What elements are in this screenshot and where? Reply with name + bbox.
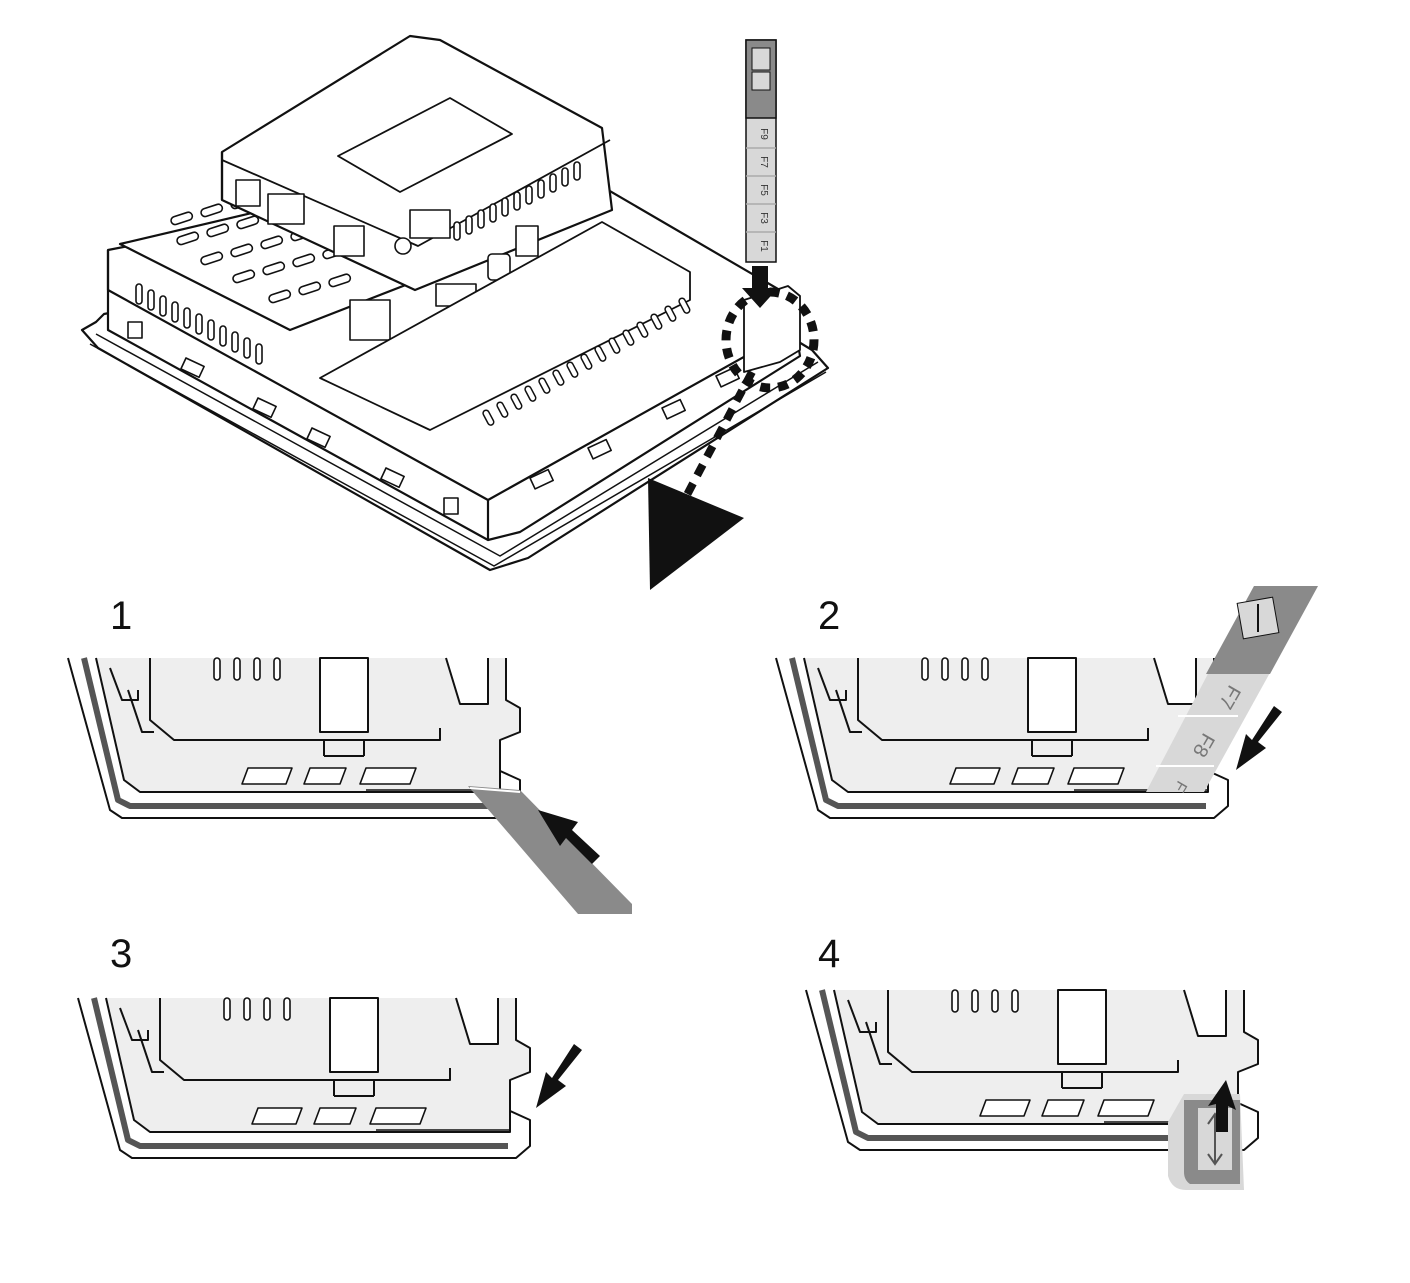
step-1-detail <box>67 657 632 914</box>
step-4-detail <box>805 989 1259 1151</box>
strip-key-label: F7 <box>758 156 769 168</box>
strip-key-label: F1 <box>758 240 769 252</box>
step-1-push-arrow <box>538 810 600 864</box>
callout-leader-line <box>672 370 756 518</box>
step-number-2: 2 <box>818 594 841 638</box>
strip-key-label: F5 <box>758 184 769 196</box>
strip-key-label: F9 <box>758 128 769 140</box>
step-number-4: 4 <box>818 932 841 976</box>
step-2-detail <box>775 657 1229 819</box>
step-3-detail <box>77 997 531 1159</box>
step-number-1: 1 <box>110 594 133 638</box>
insert-strip: F9 F7 F5 F3 F1 <box>745 39 777 263</box>
callout-pointer <box>648 478 744 590</box>
device-rear-view <box>80 34 830 572</box>
step-2-strip: F7 F8 F <box>1146 586 1318 795</box>
step-2-slide-arrow <box>1236 706 1282 770</box>
step-3-slide-arrow <box>536 1044 582 1108</box>
strip-key-label: F3 <box>758 212 769 224</box>
insert-down-arrow <box>742 266 778 308</box>
step-4-strip-tab <box>1168 1094 1244 1190</box>
step-number-3: 3 <box>110 932 133 976</box>
step-4-lift-arrow <box>1208 1080 1236 1132</box>
